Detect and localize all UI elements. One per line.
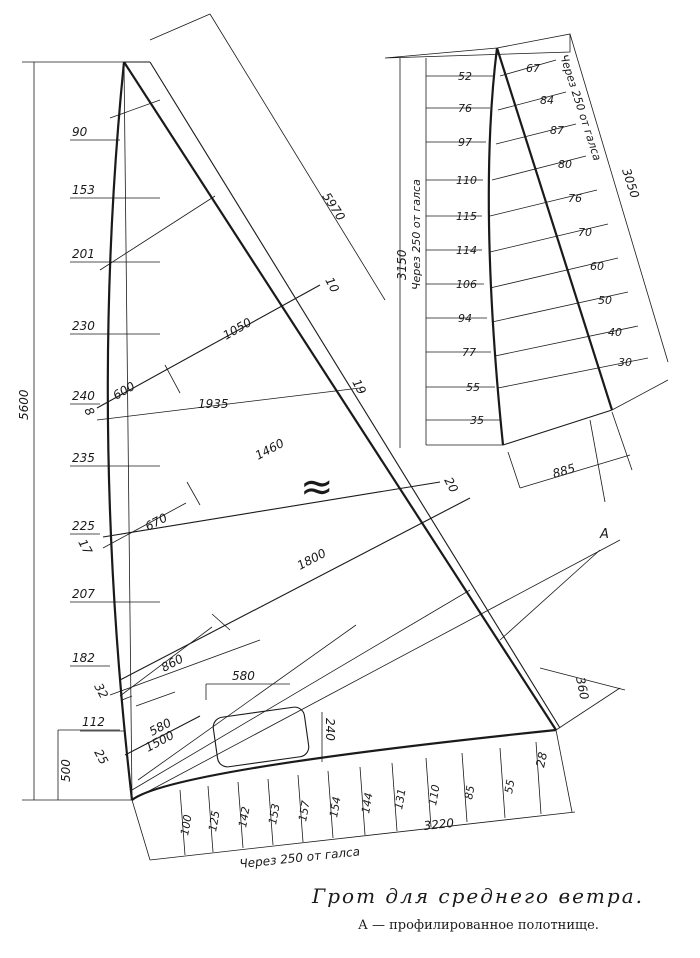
svg-text:114: 114 xyxy=(456,244,477,257)
figure-caption-title: Грот для среднего ветра. xyxy=(312,884,644,908)
svg-text:115: 115 xyxy=(456,210,477,223)
luff-offset-3: 201 xyxy=(72,247,95,261)
construction-lines xyxy=(99,99,621,801)
svg-text:144: 144 xyxy=(359,792,375,815)
svg-text:600: 600 xyxy=(111,379,138,403)
luff-offset-9: 182 xyxy=(72,651,95,665)
luff-height-label: 5600 xyxy=(17,389,31,420)
batten-labels: 10 1050 600 8 1935 19 1460 670 20 17 180… xyxy=(75,275,461,767)
svg-text:142: 142 xyxy=(236,806,252,829)
leech-length-label: 5970 xyxy=(319,190,348,224)
wave-mark: ≈ xyxy=(300,464,334,510)
svg-text:19: 19 xyxy=(349,377,369,397)
svg-text:125: 125 xyxy=(206,810,222,833)
svg-text:10: 10 xyxy=(322,275,342,295)
svg-text:87: 87 xyxy=(550,124,564,137)
svg-text:85: 85 xyxy=(462,784,477,800)
diagonal-label: 1935 xyxy=(198,397,229,411)
svg-text:157: 157 xyxy=(296,800,312,823)
svg-text:153: 153 xyxy=(266,803,282,826)
head-spacing-left: Через 250 от галса xyxy=(410,179,423,290)
svg-text:1050: 1050 xyxy=(221,315,255,343)
luff-offset-10: 112 xyxy=(82,715,105,729)
svg-text:94: 94 xyxy=(458,312,472,325)
svg-text:52: 52 xyxy=(458,70,472,83)
sail-window xyxy=(212,706,310,768)
svg-text:76: 76 xyxy=(568,192,582,205)
svg-text:1800: 1800 xyxy=(295,546,329,573)
svg-text:20: 20 xyxy=(441,475,461,495)
headboard-leech-label: 3050 xyxy=(619,167,642,201)
bottom-offset-label: 500 xyxy=(59,759,73,782)
svg-text:55: 55 xyxy=(466,381,480,394)
head-right-labels: 67 84 87 80 76 70 60 50 40 30 xyxy=(526,62,632,369)
head-left-labels: 52 76 97 110 115 114 106 94 77 55 35 xyxy=(456,70,484,427)
sail-outline xyxy=(106,61,561,801)
foot-offset-labels: 100 125 142 153 157 154 144 131 110 85 5… xyxy=(178,778,517,836)
svg-text:76: 76 xyxy=(458,102,472,115)
luff-offset-2: 153 xyxy=(72,183,95,197)
luff-offset-7: 225 xyxy=(72,519,95,533)
luff-offset-4: 230 xyxy=(72,319,95,333)
svg-text:80: 80 xyxy=(558,158,572,171)
leech-line xyxy=(123,61,557,731)
svg-text:77: 77 xyxy=(462,346,476,359)
svg-text:110: 110 xyxy=(426,784,442,807)
svg-text:8: 8 xyxy=(81,405,97,419)
luff-offset-arrows xyxy=(70,139,160,732)
luff-offset-5: 240 xyxy=(72,389,95,403)
sail-drawing: 90 153 201 230 240 235 225 207 182 112 5… xyxy=(17,13,669,870)
foot-offset-lines xyxy=(131,729,576,861)
luff-reference xyxy=(123,61,133,801)
luff-offset-1: 90 xyxy=(72,125,88,139)
svg-text:50: 50 xyxy=(598,294,612,307)
panel-marker: A xyxy=(599,527,609,542)
svg-text:32: 32 xyxy=(91,681,111,701)
luff-height-dimension xyxy=(22,61,132,801)
foot-length-label: 3220 xyxy=(423,816,455,833)
svg-text:100: 100 xyxy=(178,814,194,837)
clew-offset-label: 360 xyxy=(573,676,592,702)
svg-text:17: 17 xyxy=(75,537,95,557)
battens xyxy=(96,284,471,756)
luff-curve xyxy=(106,61,134,801)
svg-text:110: 110 xyxy=(456,174,477,187)
svg-text:60: 60 xyxy=(590,260,604,273)
headboard-height-label: 3150 xyxy=(395,249,409,280)
figure-caption-note: А — профилированное полотнище. xyxy=(358,918,599,933)
headboard-detail xyxy=(384,33,669,503)
svg-text:40: 40 xyxy=(608,326,622,339)
svg-text:70: 70 xyxy=(578,226,592,239)
window-height-label: 240 xyxy=(323,718,337,741)
svg-text:154: 154 xyxy=(327,796,343,819)
svg-text:131: 131 xyxy=(392,788,408,811)
svg-text:67: 67 xyxy=(526,62,540,75)
luff-offset-labels: 90 153 201 230 240 235 225 207 182 112 xyxy=(72,125,105,729)
svg-text:84: 84 xyxy=(540,94,554,107)
luff-offset-8: 207 xyxy=(72,587,95,601)
svg-text:106: 106 xyxy=(456,278,477,291)
svg-text:25: 25 xyxy=(91,747,111,767)
foot-curve xyxy=(131,728,557,801)
svg-text:35: 35 xyxy=(470,414,484,427)
window-width-label: 580 xyxy=(232,669,255,683)
svg-text:860: 860 xyxy=(159,651,186,674)
svg-text:1460: 1460 xyxy=(253,436,287,463)
svg-text:55: 55 xyxy=(502,778,517,794)
svg-text:30: 30 xyxy=(618,356,632,369)
headboard-width-label: 885 xyxy=(551,461,577,481)
svg-text:97: 97 xyxy=(458,136,472,149)
luff-offset-6: 235 xyxy=(72,451,95,465)
clew-small-label: 28 xyxy=(533,750,550,768)
